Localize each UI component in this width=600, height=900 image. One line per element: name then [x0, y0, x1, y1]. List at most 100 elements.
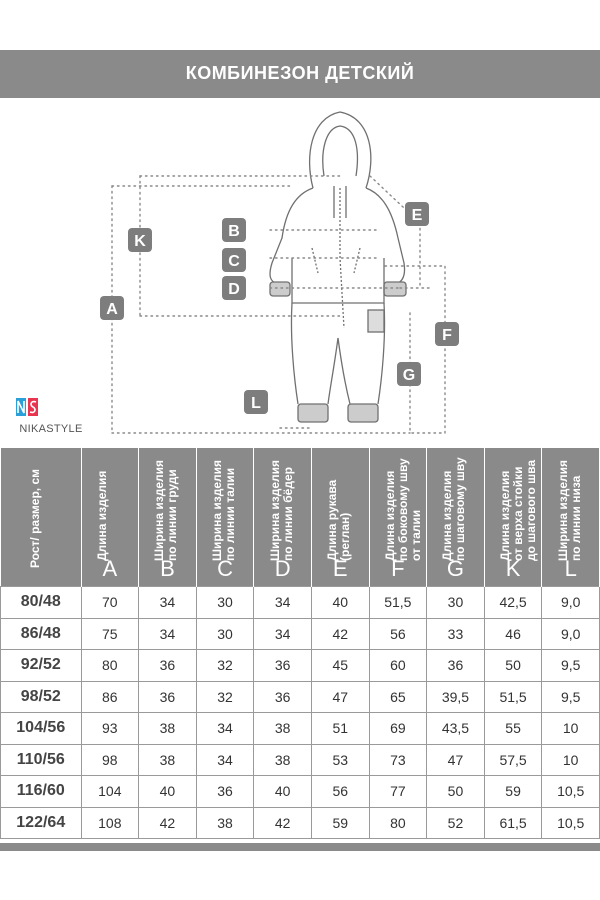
column-label: Длина изделия по боковому шву от талии	[382, 458, 423, 561]
value-cell: 42,5	[483, 586, 543, 619]
value-cell: 43,5	[426, 712, 485, 745]
size-cell: 116/60	[0, 775, 82, 808]
value-cell: 108	[80, 806, 140, 839]
label-f-badge: F	[435, 322, 459, 346]
size-cell: 104/56	[0, 712, 82, 745]
column-letter: L	[564, 556, 577, 581]
value-cell: 60	[368, 649, 428, 682]
size-cell: 80/48	[0, 586, 82, 619]
value-cell: 30	[426, 586, 485, 619]
value-cell: 53	[310, 743, 370, 776]
column-label: Длина рукава (реглан)	[325, 479, 353, 561]
value-cell: 65	[368, 680, 428, 713]
svg-text:B: B	[228, 223, 240, 240]
value-cell: 30	[195, 586, 255, 619]
value-cell: 10	[541, 743, 600, 776]
value-cell: 36	[195, 775, 255, 808]
value-cell: 34	[195, 743, 255, 776]
label-l-badge: L	[244, 390, 268, 414]
value-cell: 36	[426, 649, 485, 682]
value-cell: 34	[138, 586, 197, 619]
value-cell: 39,5	[426, 680, 485, 713]
page-title: КОМБИНЕЗОН ДЕТСКИЙ	[185, 63, 415, 83]
value-cell: 52	[426, 806, 485, 839]
value-cell: 36	[253, 649, 312, 682]
svg-text:E: E	[412, 207, 423, 224]
svg-text:K: K	[134, 233, 146, 250]
brand-name: NIKASTYLE	[19, 423, 83, 435]
value-cell: 10,5	[541, 806, 600, 839]
svg-text:C: C	[228, 253, 240, 270]
value-cell: 40	[138, 775, 197, 808]
column-letter: G	[446, 556, 465, 581]
value-cell: 38	[195, 806, 255, 839]
value-cell: 32	[195, 680, 255, 713]
column-header-k: Длина изделия от верха стойки до шаговог…	[483, 448, 543, 587]
size-cell: 110/56	[0, 743, 82, 776]
value-cell: 10	[541, 712, 600, 745]
svg-text:F: F	[442, 327, 452, 344]
value-cell: 86	[80, 680, 140, 713]
value-cell: 34	[253, 586, 312, 619]
value-cell: 38	[253, 743, 312, 776]
value-cell: 34	[138, 617, 197, 650]
column-header-size: Рост/ размер, см	[0, 448, 82, 587]
value-cell: 93	[80, 712, 140, 745]
size-header-label: Рост/ размер, см	[27, 468, 42, 568]
size-cell: 86/48	[0, 617, 82, 650]
value-cell: 75	[80, 617, 140, 650]
column-header-e: Длина рукава (реглан)E	[310, 448, 370, 587]
column-label: Длина изделия по шаговому шву	[440, 457, 468, 561]
column-letter: C	[217, 556, 233, 581]
column-label: Длина изделия	[94, 470, 109, 561]
column-letter: E	[332, 556, 348, 581]
value-cell: 34	[253, 617, 312, 650]
column-letter: B	[160, 556, 175, 581]
value-cell: 47	[426, 743, 485, 776]
value-cell: 36	[138, 649, 197, 682]
value-cell: 9,5	[541, 680, 600, 713]
value-cell: 70	[80, 586, 140, 619]
value-cell: 32	[195, 649, 255, 682]
column-letter: A	[102, 556, 118, 581]
column-label: Ширина изделия по линии бёдер	[267, 459, 295, 561]
value-cell: 38	[253, 712, 312, 745]
value-cell: 80	[368, 806, 428, 839]
label-k-badge: K	[128, 228, 152, 252]
value-cell: 34	[195, 712, 255, 745]
value-cell: 45	[310, 649, 370, 682]
value-cell: 9,0	[541, 617, 600, 650]
value-cell: 9,0	[541, 586, 600, 619]
value-cell: 46	[483, 617, 543, 650]
value-cell: 33	[426, 617, 485, 650]
value-cell: 56	[310, 775, 370, 808]
value-cell: 61,5	[483, 806, 543, 839]
value-cell: 59	[483, 775, 543, 808]
value-cell: 98	[80, 743, 140, 776]
value-cell: 50	[483, 649, 543, 682]
size-cell: 122/64	[0, 806, 82, 839]
brand-logo: NIKASTYLE	[16, 398, 86, 435]
value-cell: 9,5	[541, 649, 600, 682]
value-cell: 36	[138, 680, 197, 713]
label-b-badge: B	[222, 218, 246, 242]
column-label: Ширина изделия по линии низа	[555, 459, 583, 561]
column-letter: K	[505, 556, 521, 581]
size-cell: 98/52	[0, 680, 82, 713]
value-cell: 73	[368, 743, 428, 776]
value-cell: 42	[138, 806, 197, 839]
value-cell: 50	[426, 775, 485, 808]
